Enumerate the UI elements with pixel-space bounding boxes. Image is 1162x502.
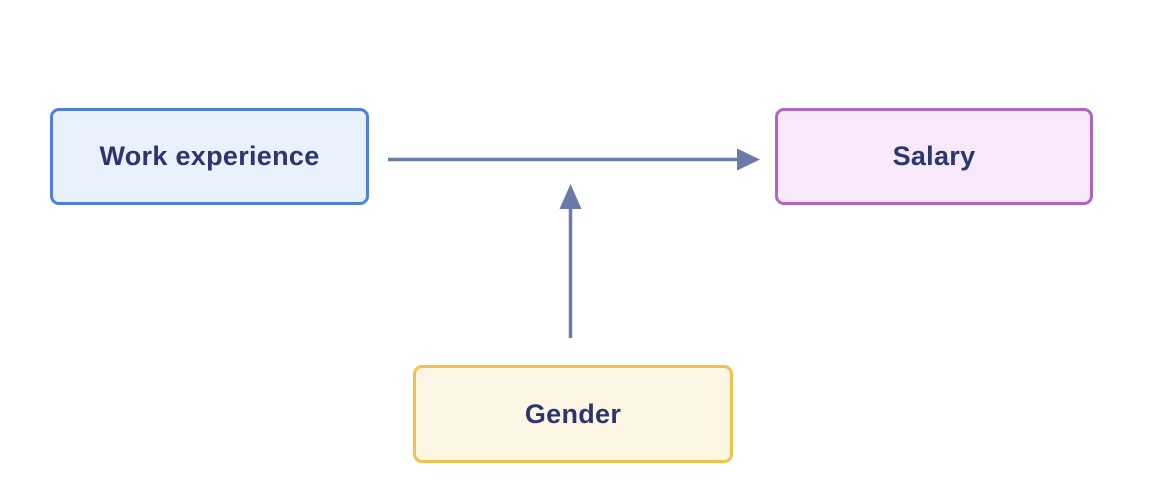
node-gender: Gender <box>413 365 733 463</box>
node-salary-label: Salary <box>892 141 976 171</box>
node-salary: Salary <box>775 108 1093 205</box>
node-gender-label: Gender <box>524 398 622 429</box>
node-work-experience-label: Work experience <box>99 141 320 171</box>
arrow-work-experience-to-salary <box>388 148 760 171</box>
node-work-experience: Work experience <box>50 108 369 205</box>
arrow-gender-to-relationship <box>559 184 582 338</box>
